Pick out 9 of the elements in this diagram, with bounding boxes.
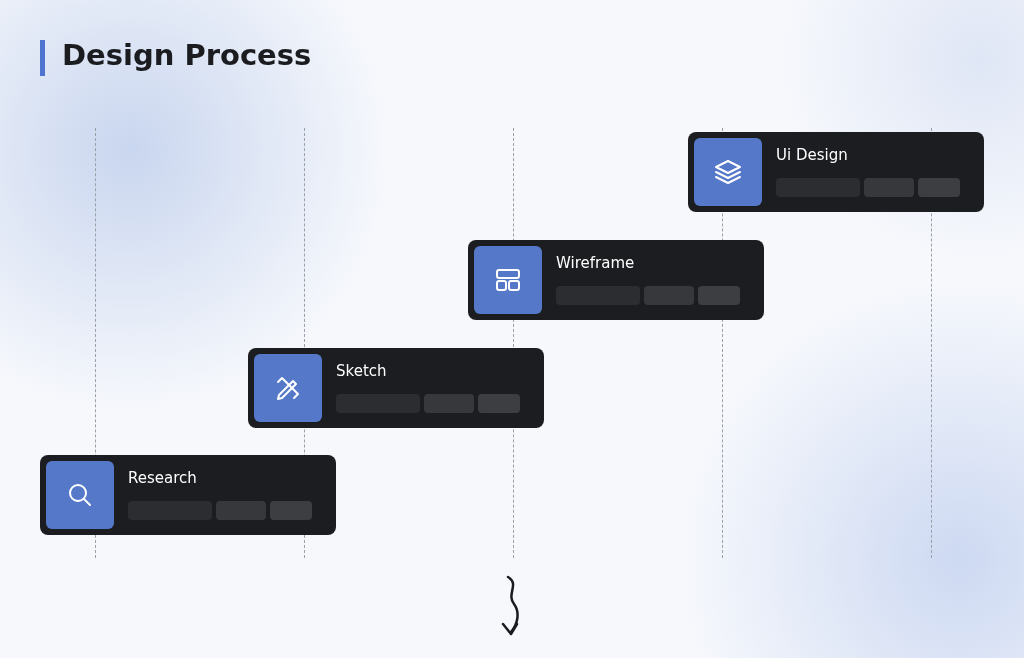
- step-card: [468, 240, 764, 320]
- step-label: Research: [128, 469, 197, 487]
- step-label: Sketch: [336, 362, 387, 380]
- step-card: [688, 132, 984, 212]
- step-label: Wireframe: [556, 254, 635, 272]
- step-card: [248, 348, 544, 428]
- title: Design Process: [62, 38, 312, 72]
- step-label: Ui Design: [776, 146, 848, 164]
- step-card: [40, 455, 336, 535]
